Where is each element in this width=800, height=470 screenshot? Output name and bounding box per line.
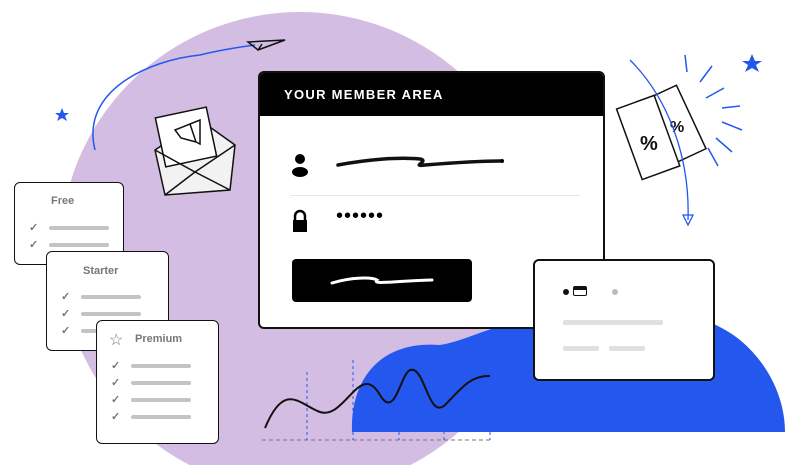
svg-text:%: % [670, 119, 684, 136]
password-input[interactable]: •••••• [336, 205, 385, 227]
member-login-card: YOUR MEMBER AREA •••••• [258, 71, 605, 329]
plan-card-premium[interactable]: ☆ Premium ✓ ✓ ✓ ✓ [96, 320, 219, 444]
paper-plane-icon [245, 39, 286, 51]
user-icon [292, 154, 308, 177]
payment-card [533, 259, 715, 381]
check-icon: ✓ [111, 360, 121, 372]
active-dot [563, 289, 569, 295]
plan-name: Starter [83, 265, 119, 277]
check-icon: ✓ [61, 325, 71, 337]
login-button[interactable] [292, 259, 472, 302]
credit-card-icon [573, 286, 587, 296]
username-input[interactable] [330, 153, 530, 173]
line-chart-decoration [262, 360, 491, 441]
burst-lines [684, 54, 743, 167]
check-icon: ✓ [29, 239, 39, 251]
envelope-megaphone-icon [154, 106, 236, 196]
discount-tag-icon: % % [615, 84, 708, 181]
star-icon [742, 54, 762, 72]
star-outline-icon: ☆ [109, 332, 124, 349]
flight-path [92, 44, 256, 151]
check-icon: ✓ [111, 394, 121, 406]
button-label-scribble [330, 276, 434, 285]
check-icon: ✓ [111, 411, 121, 423]
svg-text:%: % [640, 133, 658, 155]
check-icon: ✓ [111, 377, 121, 389]
member-area-title: YOUR MEMBER AREA [260, 73, 603, 116]
plan-name: Premium [135, 333, 183, 345]
check-icon: ✓ [61, 291, 71, 303]
inactive-dot [612, 289, 618, 295]
plan-name: Free [51, 195, 75, 207]
divider [290, 195, 580, 196]
check-icon: ✓ [29, 222, 39, 234]
star-icon [55, 108, 69, 121]
lock-icon [293, 209, 307, 232]
check-icon: ✓ [61, 308, 71, 320]
